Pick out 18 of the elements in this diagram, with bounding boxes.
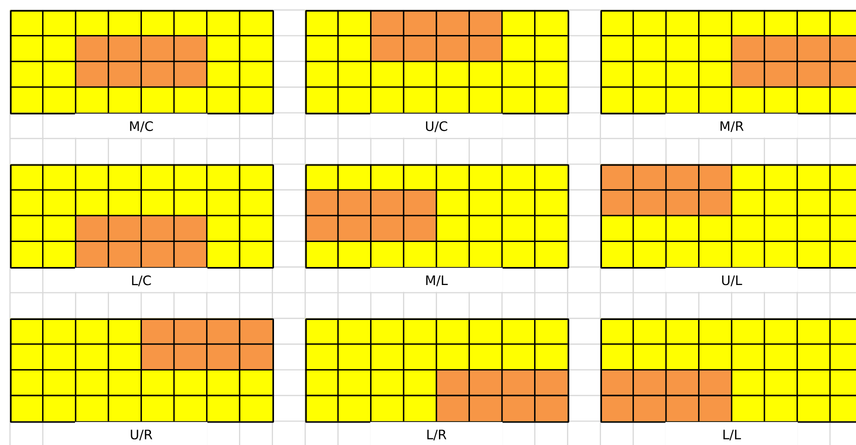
node-label: M/R: [720, 121, 744, 132]
node-label: M/C: [130, 121, 153, 132]
highlighted-cell-grid: U/R: [9, 318, 274, 445]
node-label: U/R: [130, 430, 152, 440]
node-label: L/C: [132, 275, 151, 286]
highlighted-cell-grid: M/L: [304, 164, 570, 292]
highlighted-cell-grid: L/R: [304, 318, 570, 445]
highlighted-cell-grid: M/R: [600, 9, 856, 138]
highlighted-cell-grid: L/C: [9, 164, 274, 292]
highlighted-cell-grid: L/L: [600, 318, 856, 445]
node-label: U/L: [722, 276, 742, 286]
node-label: U/C: [426, 121, 448, 132]
node-label: M/L: [426, 276, 448, 286]
node-label: L/R: [427, 430, 446, 440]
node-label: L/L: [723, 430, 741, 440]
highlighted-cell-grid: U/L: [600, 164, 856, 292]
highlighted-cell-grid: M/C: [9, 9, 274, 138]
highlighted-cell-grid: U/C: [304, 9, 570, 138]
